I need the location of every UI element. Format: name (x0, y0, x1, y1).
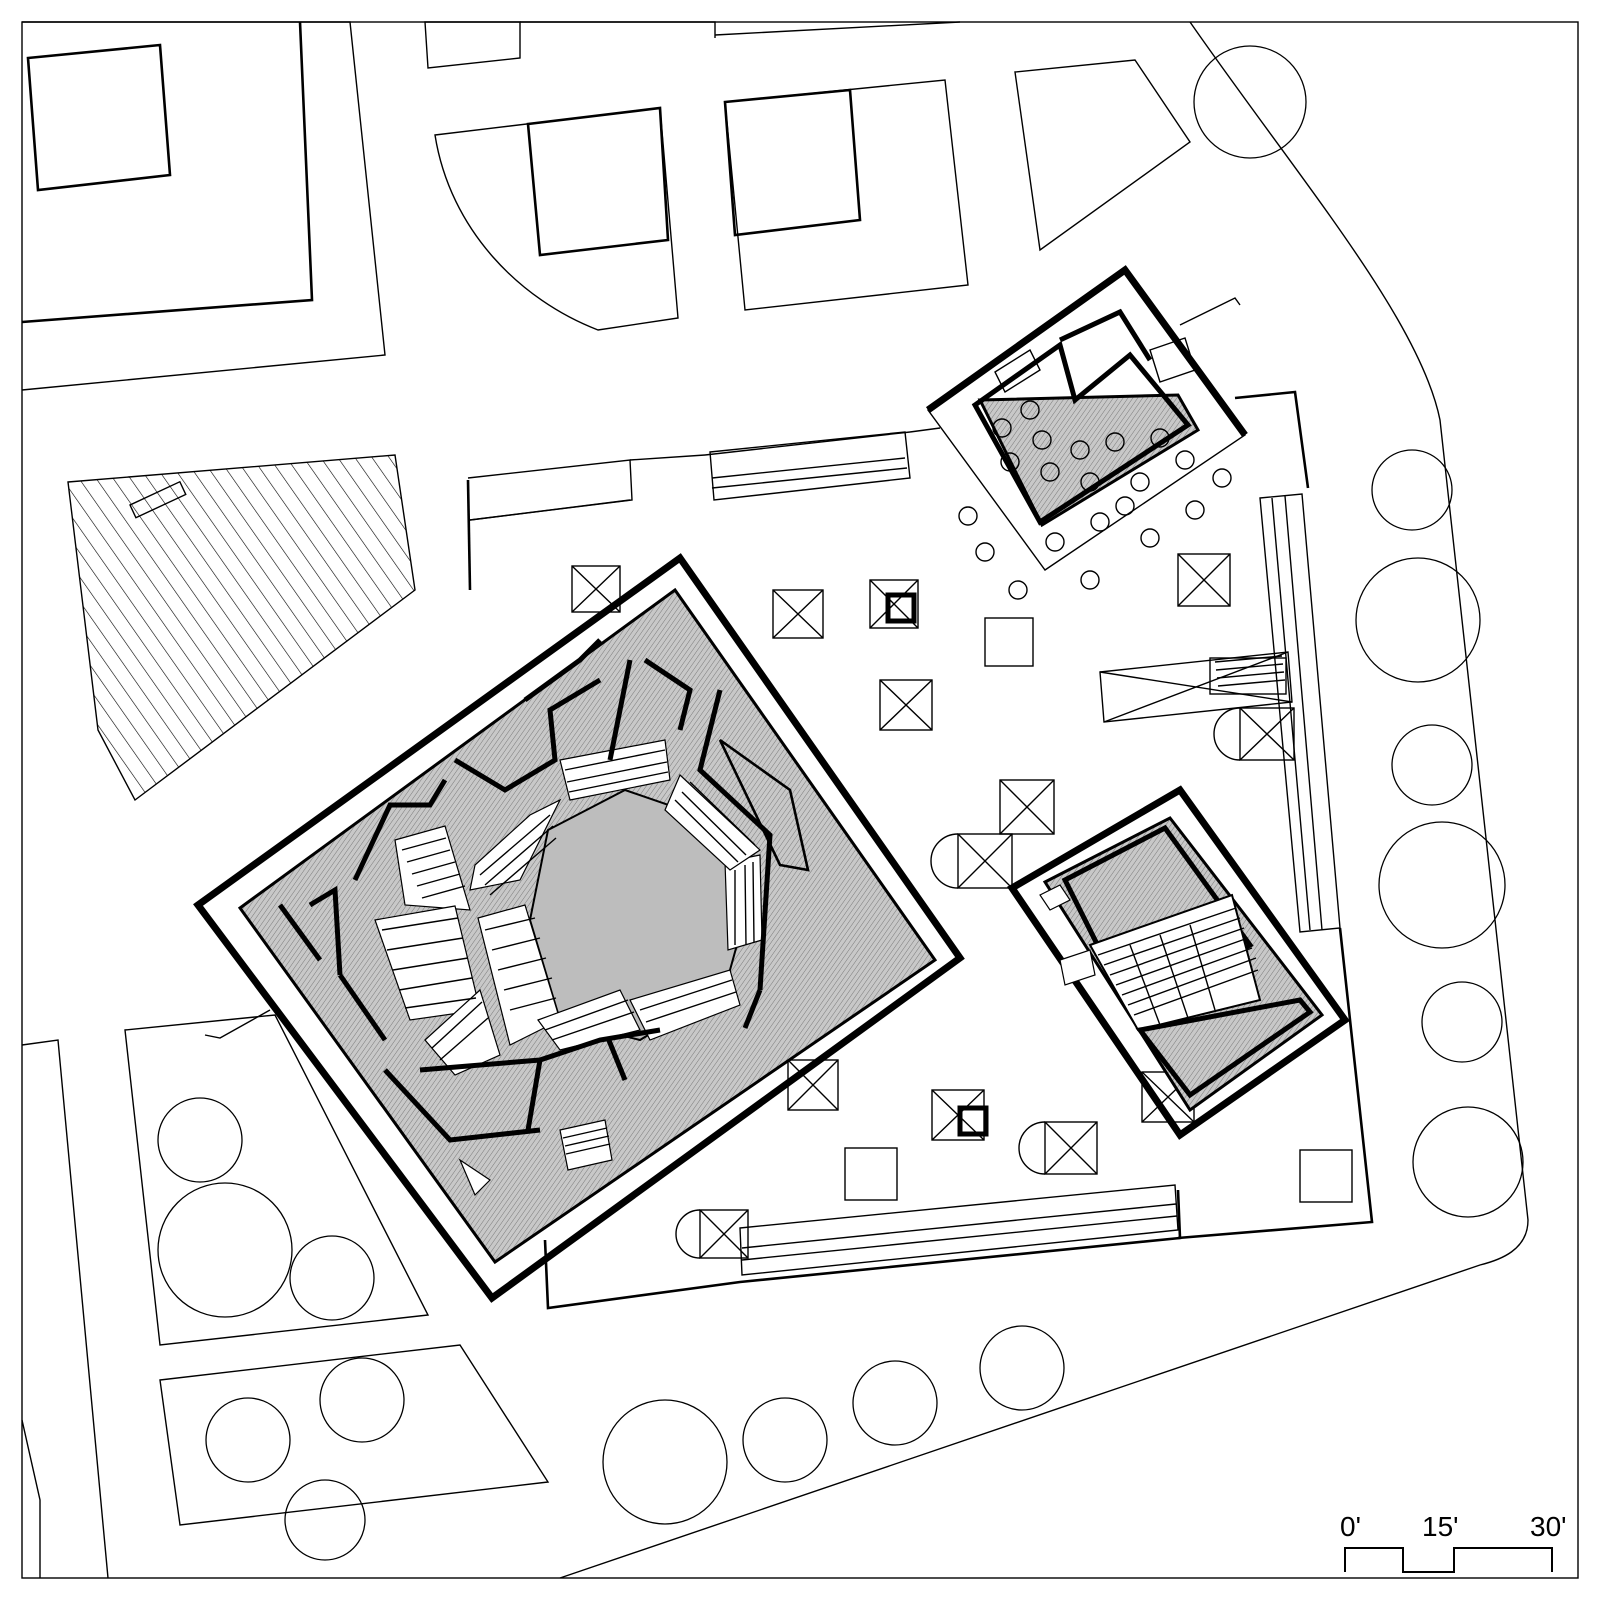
road-boundary (559, 21, 1529, 1579)
main-theater (193, 553, 965, 1303)
plaza-outline (466, 390, 1374, 1310)
bottom-left-context (21, 1009, 550, 1579)
small-theater (1006, 785, 1350, 1140)
trees (157, 449, 1524, 1561)
context-buildings (21, 21, 1307, 391)
scale-label-15: 15' (1422, 1511, 1459, 1542)
scale-bar: 0' 15' 30' (1340, 1511, 1567, 1573)
scale-label-30: 30' (1530, 1511, 1567, 1542)
hatched-block (67, 454, 416, 802)
cafe-building (925, 265, 1248, 600)
scale-label-0: 0' (1340, 1511, 1361, 1542)
drawing-frame (21, 21, 1579, 1579)
